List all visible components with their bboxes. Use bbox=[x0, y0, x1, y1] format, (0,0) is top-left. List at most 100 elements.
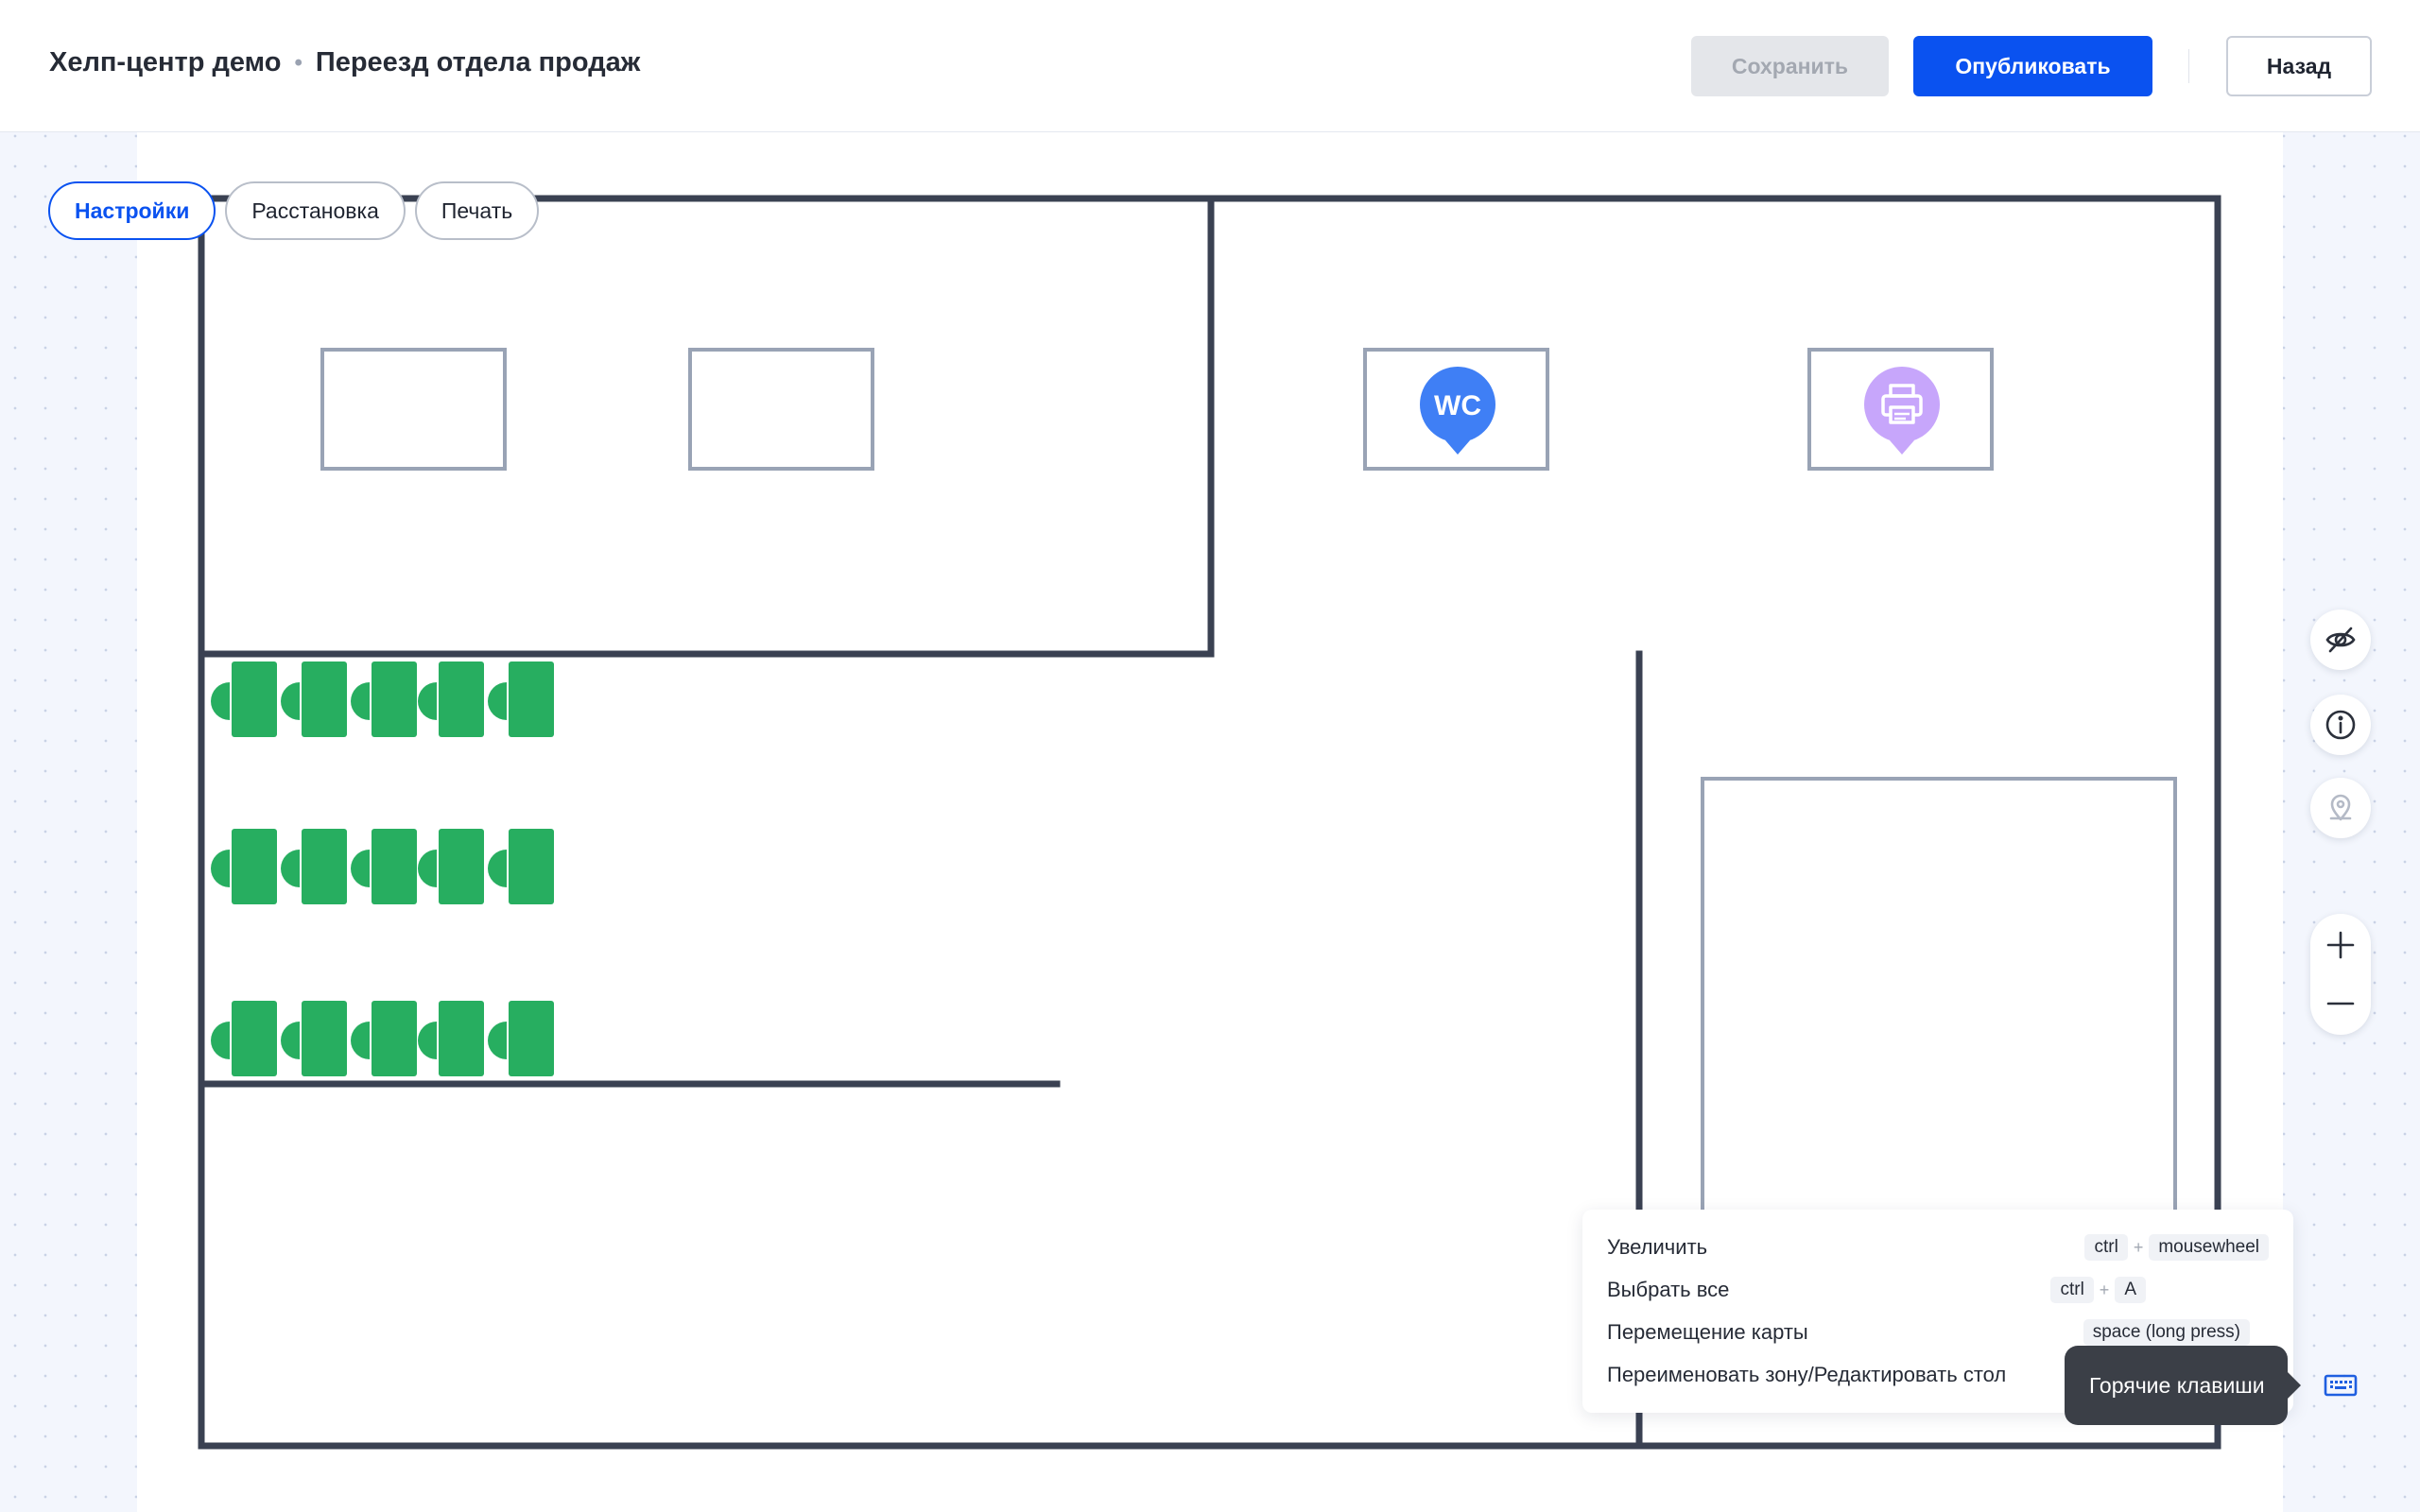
desk-table bbox=[509, 1001, 554, 1076]
desk-chair bbox=[281, 682, 300, 720]
desk[interactable] bbox=[351, 1001, 417, 1076]
desk[interactable] bbox=[488, 1001, 554, 1076]
hotkey-label: Увеличить bbox=[1607, 1235, 1708, 1259]
mode-tabs: Настройки Расстановка Печать bbox=[48, 181, 540, 240]
zoom-in-icon bbox=[2326, 931, 2355, 959]
zoom-controls bbox=[2310, 914, 2371, 1035]
save-button[interactable]: Сохранить bbox=[1691, 36, 1889, 96]
desk-chair bbox=[488, 682, 507, 720]
tab-arrangement[interactable]: Расстановка bbox=[225, 181, 406, 240]
location-button[interactable] bbox=[2310, 778, 2371, 838]
hotkey-row: Увеличить ctrl + mousewheel bbox=[1607, 1230, 2269, 1264]
inner-wall-room-a bbox=[198, 195, 1215, 658]
zone-1[interactable] bbox=[320, 348, 507, 471]
desk[interactable] bbox=[281, 1001, 347, 1076]
desk[interactable] bbox=[418, 1001, 484, 1076]
desk-table bbox=[302, 662, 347, 737]
top-bar: Хелп-центр демо • Переезд отдела продаж … bbox=[0, 0, 2420, 132]
tab-print[interactable]: Печать bbox=[414, 181, 540, 240]
desk-table bbox=[509, 829, 554, 904]
desk[interactable] bbox=[211, 829, 277, 904]
breadcrumb-workspace[interactable]: Хелп-центр демо bbox=[49, 47, 282, 77]
hotkey-keys: ctrl + A bbox=[2050, 1277, 2146, 1303]
desk[interactable] bbox=[211, 662, 277, 737]
key-plus: + bbox=[2133, 1237, 2144, 1257]
breadcrumb-separator: • bbox=[294, 49, 302, 76]
breadcrumb-plan-name: Переезд отдела продаж bbox=[315, 47, 641, 77]
desk[interactable] bbox=[211, 1001, 277, 1076]
info-icon bbox=[2325, 710, 2356, 740]
desk-chair bbox=[418, 850, 437, 887]
hotkeys-tooltip: Горячие клавиши bbox=[2065, 1346, 2301, 1425]
toggle-visibility-button[interactable] bbox=[2310, 610, 2371, 670]
desk[interactable] bbox=[488, 829, 554, 904]
desk-chair bbox=[211, 682, 230, 720]
zone-large-room[interactable] bbox=[1701, 777, 2177, 1230]
hotkey-row: Выбрать все ctrl + A bbox=[1607, 1273, 2269, 1307]
wc-marker-icon[interactable]: WC bbox=[1420, 367, 1495, 455]
location-pin-icon bbox=[2329, 794, 2352, 821]
desk-table bbox=[439, 829, 484, 904]
desk[interactable] bbox=[418, 829, 484, 904]
printer-marker-icon[interactable] bbox=[1864, 367, 1940, 455]
hotkey-label: Выбрать все bbox=[1607, 1278, 1730, 1301]
desk-chair bbox=[211, 850, 230, 887]
hotkeys-button[interactable] bbox=[2310, 1355, 2371, 1416]
zoom-out-icon bbox=[2326, 1002, 2355, 1005]
hotkey-label: Перемещение карты bbox=[1607, 1320, 1808, 1344]
desk-table bbox=[372, 829, 417, 904]
desk-table bbox=[439, 662, 484, 737]
wc-label: WC bbox=[1434, 390, 1481, 421]
key-cap: mousewheel bbox=[2149, 1234, 2269, 1261]
desk-table bbox=[302, 829, 347, 904]
desk-table bbox=[372, 1001, 417, 1076]
key-cap: A bbox=[2115, 1277, 2146, 1303]
hotkey-keys: ctrl + mousewheel bbox=[2084, 1234, 2269, 1261]
desk-table bbox=[302, 1001, 347, 1076]
desk-chair bbox=[351, 682, 370, 720]
desk[interactable] bbox=[351, 662, 417, 737]
desk[interactable] bbox=[281, 829, 347, 904]
hotkey-keys: space (long press) bbox=[2083, 1319, 2250, 1346]
eye-off-icon bbox=[2325, 627, 2356, 653]
keyboard-icon bbox=[2324, 1374, 2358, 1397]
tab-settings[interactable]: Настройки bbox=[48, 181, 216, 240]
back-button[interactable]: Назад bbox=[2226, 36, 2372, 96]
desk-table bbox=[509, 662, 554, 737]
desk[interactable] bbox=[488, 662, 554, 737]
breadcrumb: Хелп-центр демо • Переезд отдела продаж bbox=[49, 47, 640, 78]
key-cap: space (long press) bbox=[2083, 1319, 2250, 1346]
walls bbox=[198, 195, 2221, 1450]
desk-chair bbox=[418, 682, 437, 720]
desk-table bbox=[232, 662, 277, 737]
desk-chair bbox=[418, 1022, 437, 1059]
desk-chair bbox=[211, 1022, 230, 1059]
desk[interactable] bbox=[418, 662, 484, 737]
desk-chair bbox=[351, 1022, 370, 1059]
zoom-out-button[interactable] bbox=[2310, 974, 2371, 1033]
desk-table bbox=[439, 1001, 484, 1076]
desks bbox=[211, 662, 554, 1076]
desk-chair bbox=[488, 1022, 507, 1059]
key-plus: + bbox=[2099, 1280, 2110, 1299]
publish-button[interactable]: Опубликовать bbox=[1913, 36, 2152, 96]
info-button[interactable] bbox=[2310, 695, 2371, 755]
hotkey-row: Перемещение карты space (long press) bbox=[1607, 1315, 2269, 1349]
zones bbox=[320, 348, 2177, 1230]
desk[interactable] bbox=[351, 829, 417, 904]
hotkey-label: Переименовать зону/Редактировать стол bbox=[1607, 1363, 2007, 1386]
key-cap: ctrl bbox=[2050, 1277, 2094, 1303]
desk-table bbox=[232, 829, 277, 904]
desk-table bbox=[232, 1001, 277, 1076]
desk-chair bbox=[281, 850, 300, 887]
desk-chair bbox=[351, 850, 370, 887]
desk[interactable] bbox=[281, 662, 347, 737]
zoom-in-button[interactable] bbox=[2310, 916, 2371, 974]
header-divider bbox=[2188, 49, 2189, 83]
zone-2[interactable] bbox=[688, 348, 874, 471]
desk-chair bbox=[281, 1022, 300, 1059]
desk-chair bbox=[488, 850, 507, 887]
desk-table bbox=[372, 662, 417, 737]
key-cap: ctrl bbox=[2084, 1234, 2128, 1261]
